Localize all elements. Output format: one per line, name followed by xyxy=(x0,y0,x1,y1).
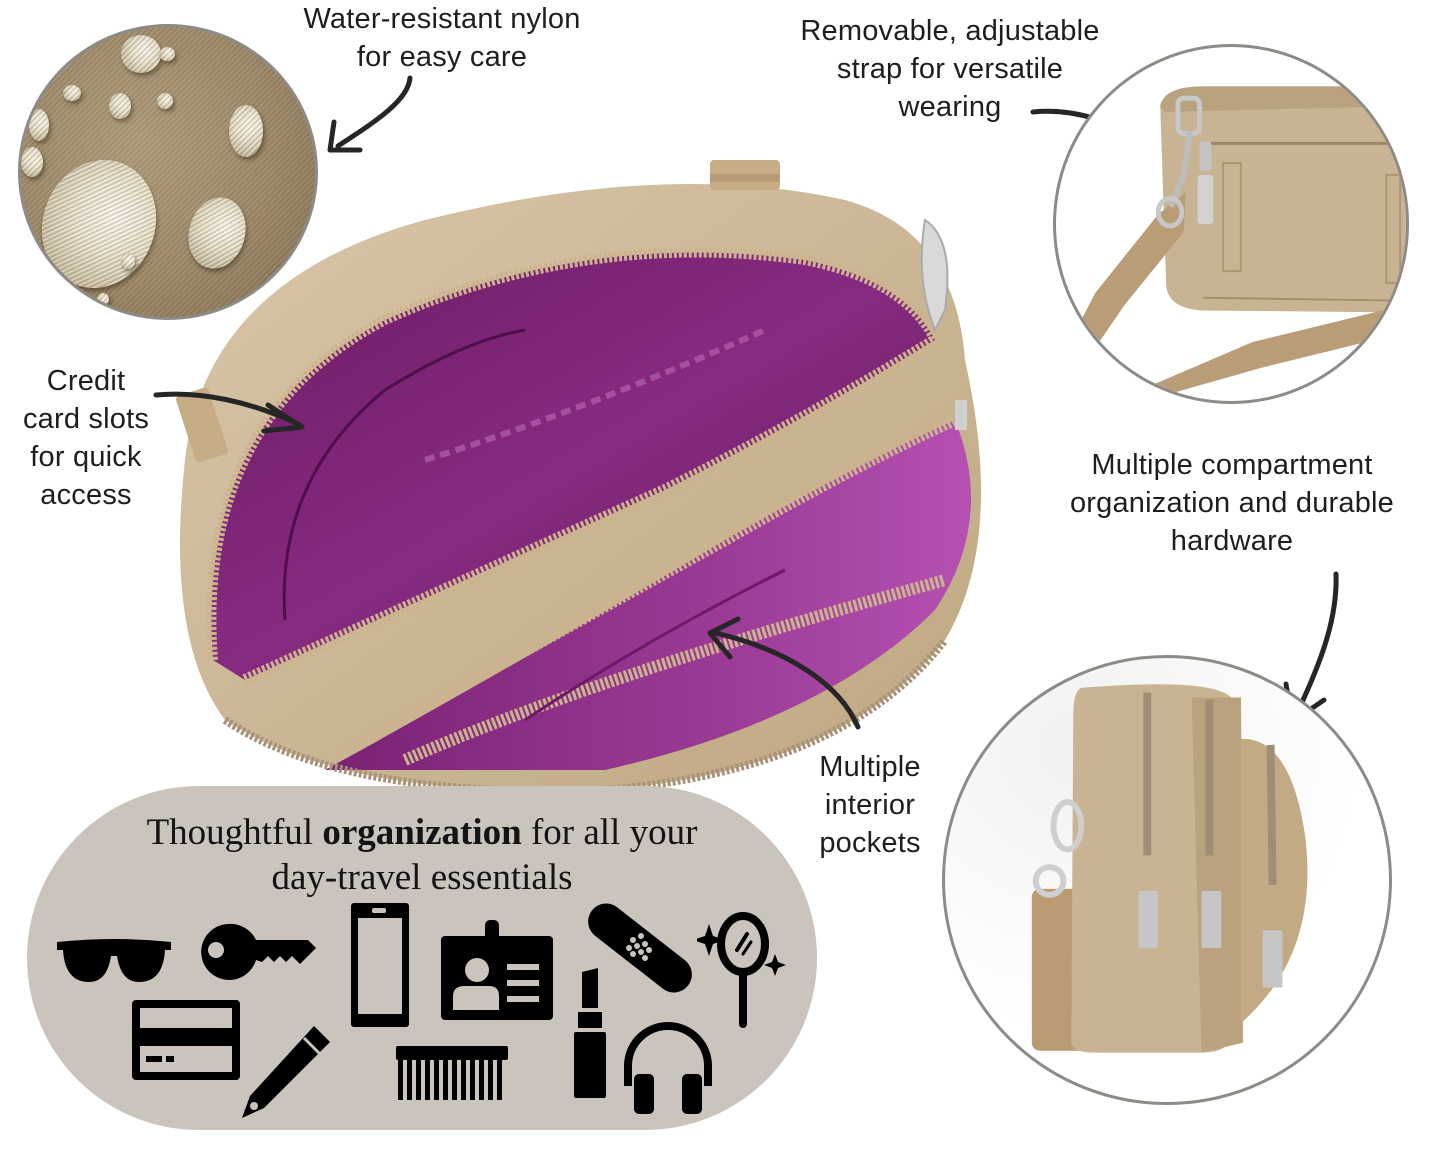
caption-line: Water-resistant nylon xyxy=(303,3,581,35)
caption-line: pockets xyxy=(819,827,921,859)
caption-line: wearing xyxy=(898,91,1002,123)
credit-card-slots-caption: Credit card slots for quick access xyxy=(0,362,172,514)
credit-card-icon xyxy=(132,1000,240,1080)
caption-line: Removable, adjustable xyxy=(800,15,1100,47)
organization-title: Thoughtful organization for all your day… xyxy=(27,810,817,900)
water-droplets-fabric-photo xyxy=(18,24,318,320)
caption-line: organization and durable xyxy=(1069,487,1395,519)
bandage-icon xyxy=(585,898,695,998)
caption-line: hardware xyxy=(1170,525,1294,557)
caption-line: Multiple xyxy=(819,751,921,783)
headphones-icon xyxy=(620,1016,716,1114)
caption-line: for quick xyxy=(30,441,142,473)
comb-icon xyxy=(396,1046,508,1102)
organization-title-line2: day-travel essentials xyxy=(271,857,573,898)
arrow-icon xyxy=(327,75,413,153)
adjustable-strap-photo xyxy=(1053,44,1409,404)
hand-mirror-icon xyxy=(697,910,787,1032)
removable-strap-caption: Removable, adjustable strap for versatil… xyxy=(770,12,1130,126)
organization-banner: Thoughtful organization for all your day… xyxy=(27,786,817,1130)
bag-side-view-photo xyxy=(942,655,1392,1105)
key-icon xyxy=(200,922,318,982)
sunglasses-icon xyxy=(55,936,173,986)
caption-line: interior xyxy=(824,789,916,821)
smartphone-icon xyxy=(350,902,410,1028)
caption-line: for easy care xyxy=(356,41,528,73)
open-bag-top-view-photo xyxy=(165,160,1015,800)
interior-pockets-caption: Multiple interior pockets xyxy=(790,748,950,862)
caption-line: strap for versatile xyxy=(836,53,1064,85)
caption-line: card slots xyxy=(22,403,150,435)
pencil-icon xyxy=(240,1024,332,1120)
lipstick-icon xyxy=(574,968,606,1098)
water-resistant-caption: Water-resistant nylon for easy care xyxy=(262,0,622,76)
caption-line: Multiple compartment xyxy=(1091,449,1373,481)
organization-title-bold: organization xyxy=(322,812,522,853)
id-badge-icon xyxy=(441,920,553,1020)
multiple-compartment-caption: Multiple compartment organization and du… xyxy=(1040,446,1424,560)
organization-title-line1: Thoughtful organization for all your xyxy=(146,812,698,853)
caption-line: access xyxy=(40,479,132,511)
caption-line: Credit xyxy=(46,365,126,397)
